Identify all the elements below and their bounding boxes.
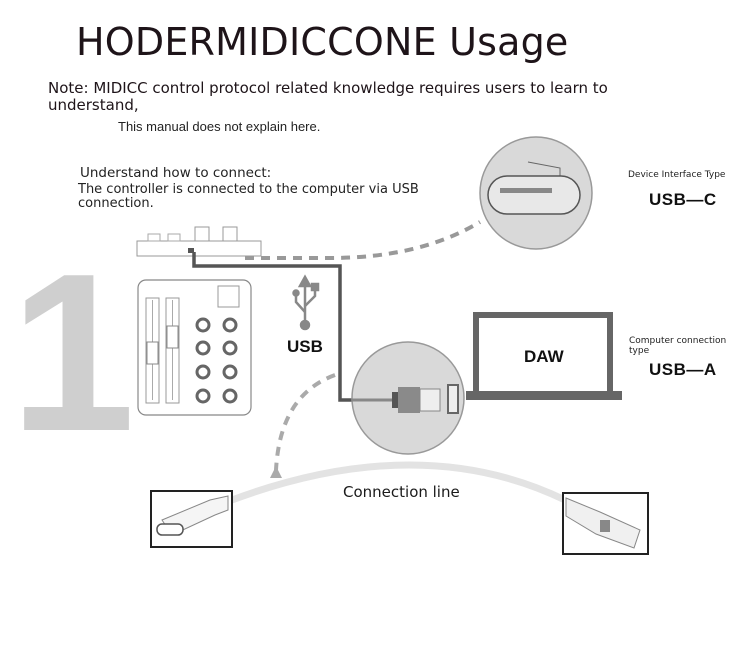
midi-controller-icon bbox=[137, 279, 252, 416]
device-interface-label: Device Interface Type bbox=[628, 170, 726, 180]
connection-cable-arc bbox=[230, 461, 567, 504]
usb-trident-icon bbox=[292, 274, 320, 331]
protocol-note: Note: MIDICC control protocol related kn… bbox=[48, 79, 608, 114]
usb-symbol-label: USB bbox=[287, 337, 323, 356]
computer-connection-label: Computer connection type bbox=[629, 336, 727, 356]
usb-c-port-zoom-icon bbox=[479, 136, 593, 250]
usb-a-port-zoom-icon bbox=[351, 341, 465, 455]
controller-top-view-icon bbox=[136, 226, 262, 257]
dashed-line-to-usbc bbox=[245, 220, 482, 260]
laptop-icon bbox=[466, 312, 622, 400]
connection-heading: Understand how to connect: bbox=[80, 165, 272, 181]
page-title: HODERMIDICCONE Usage bbox=[76, 20, 569, 64]
usb-a-plug-icon bbox=[562, 492, 649, 555]
cable-label: Connection line bbox=[343, 483, 460, 501]
usb-c-plug-icon bbox=[150, 490, 233, 548]
laptop-screen-label: DAW bbox=[524, 347, 564, 366]
dashed-arrow-tip bbox=[270, 466, 282, 478]
computer-connection-type: USB—A bbox=[649, 360, 717, 379]
connection-description: The controller is connected to the compu… bbox=[78, 182, 419, 211]
device-interface-type: USB—C bbox=[649, 190, 717, 209]
manual-note: This manual does not explain here. bbox=[118, 119, 321, 134]
step-number: 1 bbox=[10, 226, 136, 478]
dashed-line-to-cable bbox=[274, 373, 336, 471]
